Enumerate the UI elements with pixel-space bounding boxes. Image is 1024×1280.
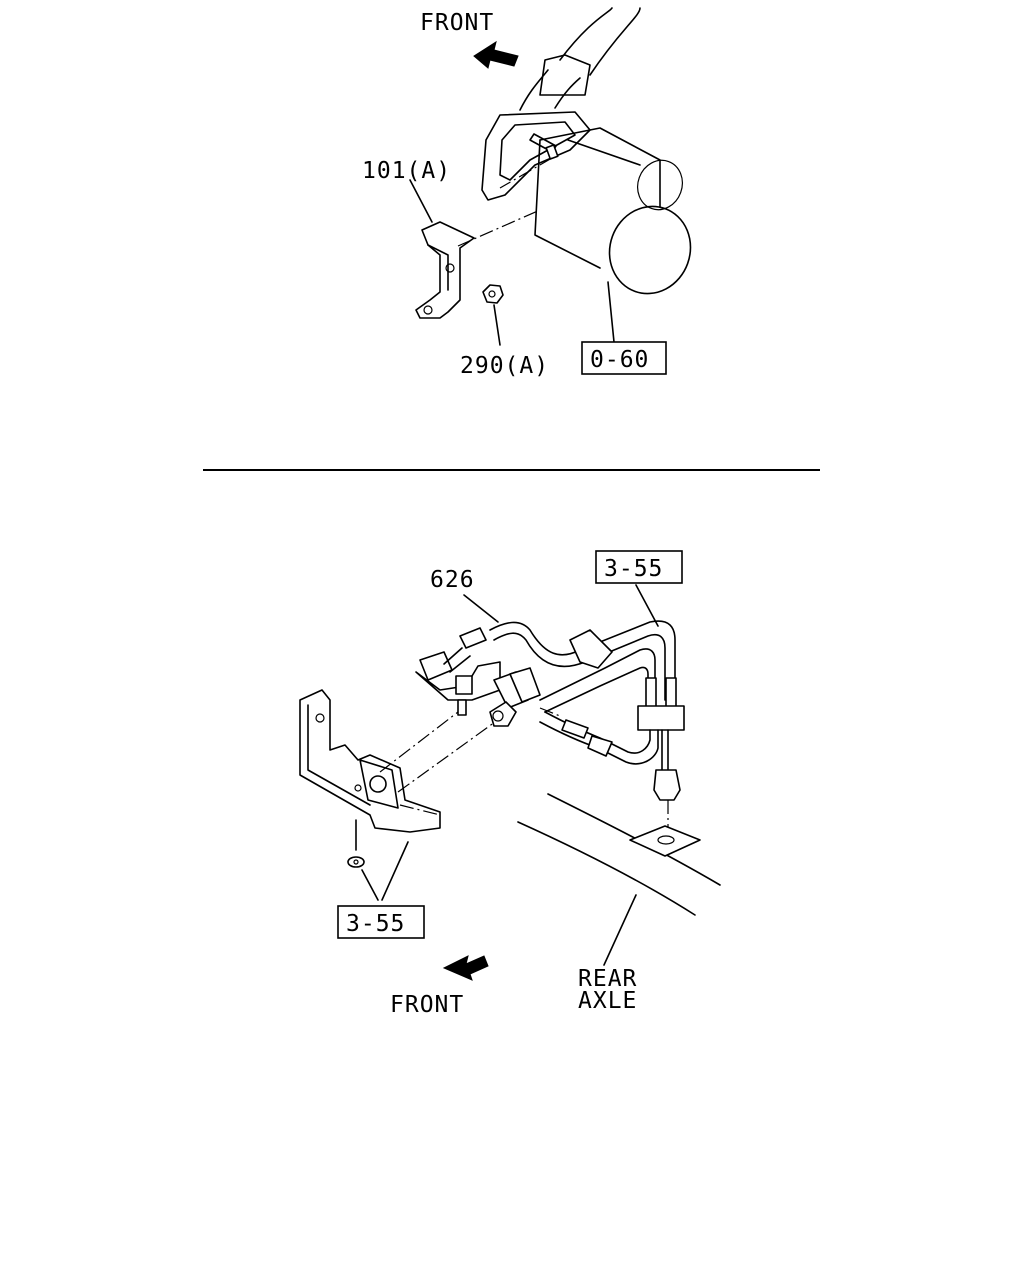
- bracket-callout: 101(A): [362, 158, 451, 184]
- reference-box-3-55-upper: [595, 550, 683, 584]
- front-arrow-icon: [473, 40, 519, 69]
- front-arrow-icon: [442, 955, 489, 981]
- bottom-view: 626 3-55: [299, 550, 721, 1018]
- reference-callout-0-60: 0-60: [590, 347, 649, 373]
- top-front-label: FRONT: [420, 10, 494, 36]
- bottom-front-label: FRONT: [390, 992, 464, 1018]
- reference-callout-3-55-lower: 3-55: [346, 911, 405, 937]
- top-view: FRONT 101(A) 290(A): [362, 7, 692, 379]
- axle-label-line1: REAR: [578, 966, 637, 992]
- reference-callout-3-55-upper: 3-55: [604, 556, 663, 582]
- reference-box-3-55-lower: [337, 905, 425, 939]
- reference-box-0-60: [581, 341, 667, 375]
- nut-callout: 290(A): [460, 353, 549, 379]
- harness-callout: 626: [430, 567, 475, 593]
- axle-label-line2: AXLE: [578, 988, 637, 1014]
